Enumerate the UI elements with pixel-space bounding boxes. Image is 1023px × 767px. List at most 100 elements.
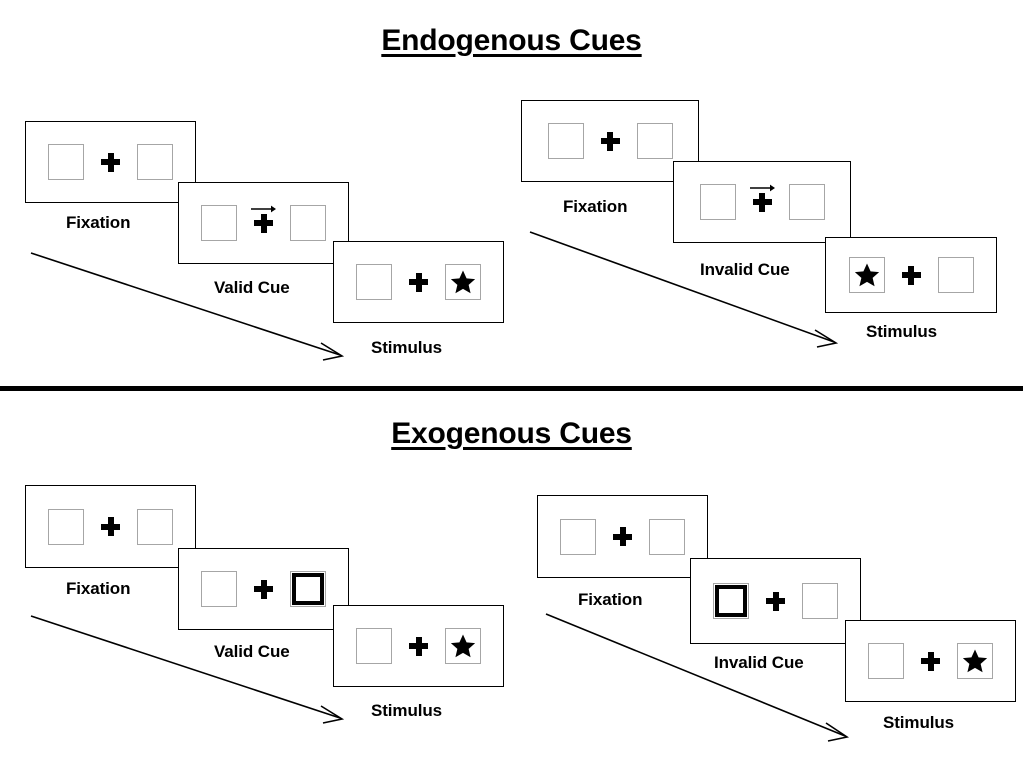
trial-frame-endogenous-valid-cue[interactable] [178,182,349,264]
right-box [957,643,993,679]
caption-endogenous-valid-cue: Valid Cue [214,278,290,297]
center-cluster [251,205,276,241]
left-box [868,643,904,679]
spacer [237,223,254,224]
spacer [885,275,902,276]
center-cluster [409,264,428,300]
center-cluster [409,628,428,664]
center-cluster [901,257,921,293]
left-box [560,518,596,555]
right-box [788,184,825,220]
spacer [584,141,601,142]
center-cluster [254,571,273,607]
right-box [937,257,974,293]
trial-frame-exogenous-valid-cue[interactable] [178,548,349,630]
spacer [749,601,766,602]
spacer [120,162,137,163]
star-icon [962,649,988,673]
frame-content [334,606,503,686]
trial-frame-exogenous-valid-stimulus[interactable] [333,605,504,687]
time-flow-arrow-icon-exogenous-valid [30,615,345,724]
spacer [772,202,789,203]
right-box [445,628,481,664]
spacer [392,646,409,647]
spacer [120,526,137,527]
center-cluster [766,583,785,619]
trial-frame-exogenous-invalid-stimulus[interactable] [845,620,1016,702]
caption-endogenous-invalid-fixation: Fixation [563,197,628,216]
star-icon [854,263,879,287]
caption-exogenous-invalid-fixation: Fixation [578,590,643,609]
frame-content [334,242,503,322]
center-cluster [101,509,120,545]
frame-content [826,238,996,312]
left-box [48,144,84,180]
spacer [904,661,921,662]
spacer [273,589,290,590]
frame-content [26,486,195,567]
spacer [921,275,938,276]
plus-icon [613,527,632,546]
plus-icon [101,152,120,172]
frame-content [522,101,698,181]
trial-frame-exogenous-valid-fixation[interactable] [25,485,196,568]
caption-exogenous-valid-stimulus: Stimulus [371,701,442,720]
plus-icon [921,651,940,671]
trial-frame-exogenous-invalid-cue[interactable] [690,558,861,644]
caption-endogenous-valid-stimulus: Stimulus [371,338,442,357]
section-divider [0,386,1023,391]
caption-endogenous-invalid-cue: Invalid Cue [700,260,790,279]
center-cluster [749,184,775,220]
center-cluster [600,123,620,159]
right-box [137,508,173,545]
left-box [356,264,392,300]
left-box [848,257,885,293]
left-box [201,205,237,241]
plus-icon [901,265,921,285]
time-flow-arrow-icon-endogenous-valid [30,252,345,361]
trial-frame-exogenous-invalid-fixation[interactable] [537,495,708,578]
star-icon [450,634,476,658]
left-box-cued [713,583,749,619]
plus-icon [254,213,273,233]
section-title-endogenous: Endogenous Cues [381,24,642,57]
caption-exogenous-valid-cue: Valid Cue [214,642,290,661]
spacer [596,536,613,537]
center-cluster [101,144,120,180]
frame-content [26,122,195,202]
plus-icon [600,131,620,151]
center-cluster [613,519,632,555]
spacer [940,661,957,662]
left-box [48,508,84,545]
spacer [84,162,101,163]
caption-exogenous-valid-fixation: Fixation [66,579,131,598]
frame-content [691,559,860,643]
plus-icon [254,579,273,599]
right-box [445,264,481,300]
arrow-right-icon [251,205,276,213]
frame-content [674,162,850,242]
left-box [547,123,584,159]
star-icon [450,270,476,294]
trial-frame-endogenous-invalid-cue[interactable] [673,161,851,243]
left-box [699,184,736,220]
frame-content [846,621,1015,701]
right-box [802,583,838,619]
right-box-cued [290,571,326,607]
trial-frame-endogenous-valid-stimulus[interactable] [333,241,504,323]
spacer [736,202,753,203]
trial-frame-endogenous-invalid-stimulus[interactable] [825,237,997,313]
spacer [84,526,101,527]
plus-icon [101,517,120,536]
frame-content [179,549,348,629]
center-cluster [921,643,940,679]
plus-icon [409,272,428,292]
section-title-exogenous: Exogenous Cues [391,417,632,450]
caption-exogenous-invalid-stimulus: Stimulus [883,713,954,732]
spacer [632,536,649,537]
left-box [201,571,237,607]
time-flow-arrow-icon-exogenous-invalid [545,613,850,742]
trial-frame-endogenous-valid-fixation[interactable] [25,121,196,203]
spacer [785,601,802,602]
trial-frame-endogenous-invalid-fixation[interactable] [521,100,699,182]
